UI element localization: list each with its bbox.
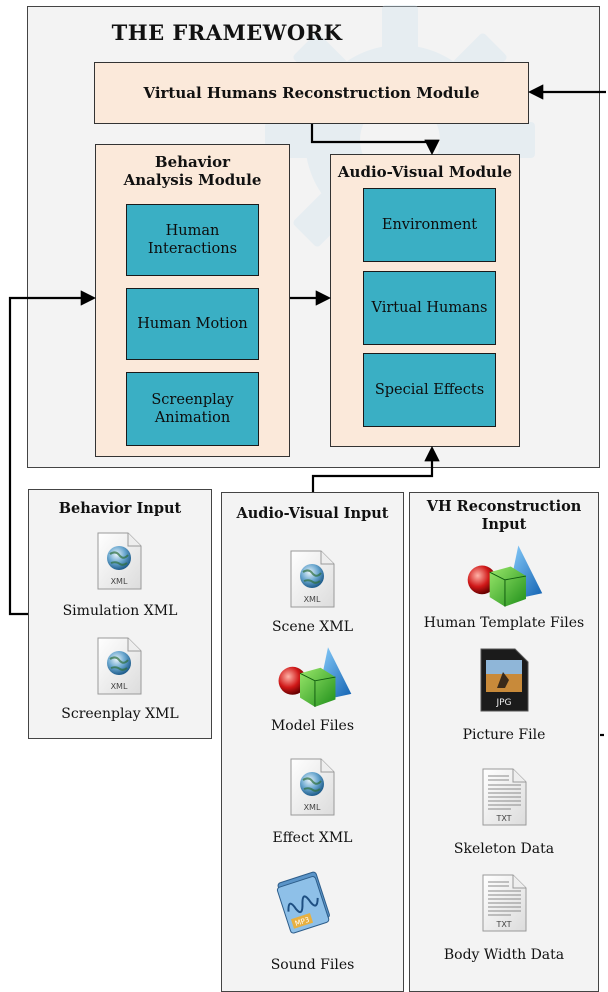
vh-reconstruction-input-title: VH Reconstruction Input <box>409 498 599 534</box>
environment-box: Environment <box>363 188 496 262</box>
behavior-analysis-title-line1: Behavior <box>154 153 231 171</box>
behavior-input-to-bam-arrow <box>8 290 97 616</box>
model-files-label: Model Files <box>270 718 355 734</box>
svg-text:TXT: TXT <box>495 920 511 929</box>
xml-file-icon: XML <box>289 550 335 608</box>
xml-file-icon: XML <box>289 758 335 816</box>
picture-file-label: Picture File <box>462 727 546 743</box>
svg-text:TXT: TXT <box>495 814 511 823</box>
human-template-files-label: Human Template Files <box>423 615 585 631</box>
xml-file-icon: XML <box>96 532 142 590</box>
av-input-to-av-arrow <box>311 445 440 492</box>
svg-text:XML: XML <box>111 682 128 691</box>
behavior-analysis-title-line2: Analysis Module <box>123 171 262 189</box>
vhrm-to-av-arrow <box>310 124 440 156</box>
xml-file-icon: XML <box>96 637 142 695</box>
svg-text:XML: XML <box>304 595 321 604</box>
sound-files-label: Sound Files <box>270 957 355 973</box>
behavior-input-title: Behavior Input <box>58 500 182 517</box>
svg-text:JPG: JPG <box>495 698 511 708</box>
behavior-input-panel <box>28 489 212 739</box>
framework-title: THE FRAMEWORK <box>111 20 343 45</box>
jpg-file-icon: JPG <box>480 648 529 712</box>
simulation-xml-label: Simulation XML <box>62 603 178 619</box>
txt-file-icon: TXT <box>481 874 527 932</box>
scene-xml-label: Scene XML <box>271 619 354 635</box>
audio-visual-input-title: Audio-Visual Input <box>236 505 389 522</box>
body-width-data-label: Body Width Data <box>443 947 565 963</box>
effect-xml-label: Effect XML <box>272 830 353 846</box>
human-motion-box: Human Motion <box>126 288 259 360</box>
human-interactions-box: Human Interactions <box>126 204 259 276</box>
txt-file-icon: TXT <box>481 768 527 826</box>
svg-text:XML: XML <box>304 803 321 812</box>
screenplay-animation-box: Screenplay Animation <box>126 372 259 446</box>
behavior-analysis-title: Behavior Analysis Module <box>96 153 289 189</box>
skeleton-data-label: Skeleton Data <box>453 841 555 857</box>
audio-visual-title: Audio-Visual Module <box>337 163 513 181</box>
vh-input-title-line1: VH Reconstruction <box>426 498 582 515</box>
virtual-humans-box: Virtual Humans <box>363 271 496 345</box>
mp3-file-icon: MP3 <box>276 871 330 934</box>
vh-reconstruction-module: Virtual Humans Reconstruction Module <box>94 62 529 124</box>
vh-input-title-line2: Input <box>481 516 527 533</box>
special-effects-box: Special Effects <box>363 353 496 427</box>
svg-text:XML: XML <box>111 577 128 586</box>
screenplay-xml-label: Screenplay XML <box>61 706 179 722</box>
